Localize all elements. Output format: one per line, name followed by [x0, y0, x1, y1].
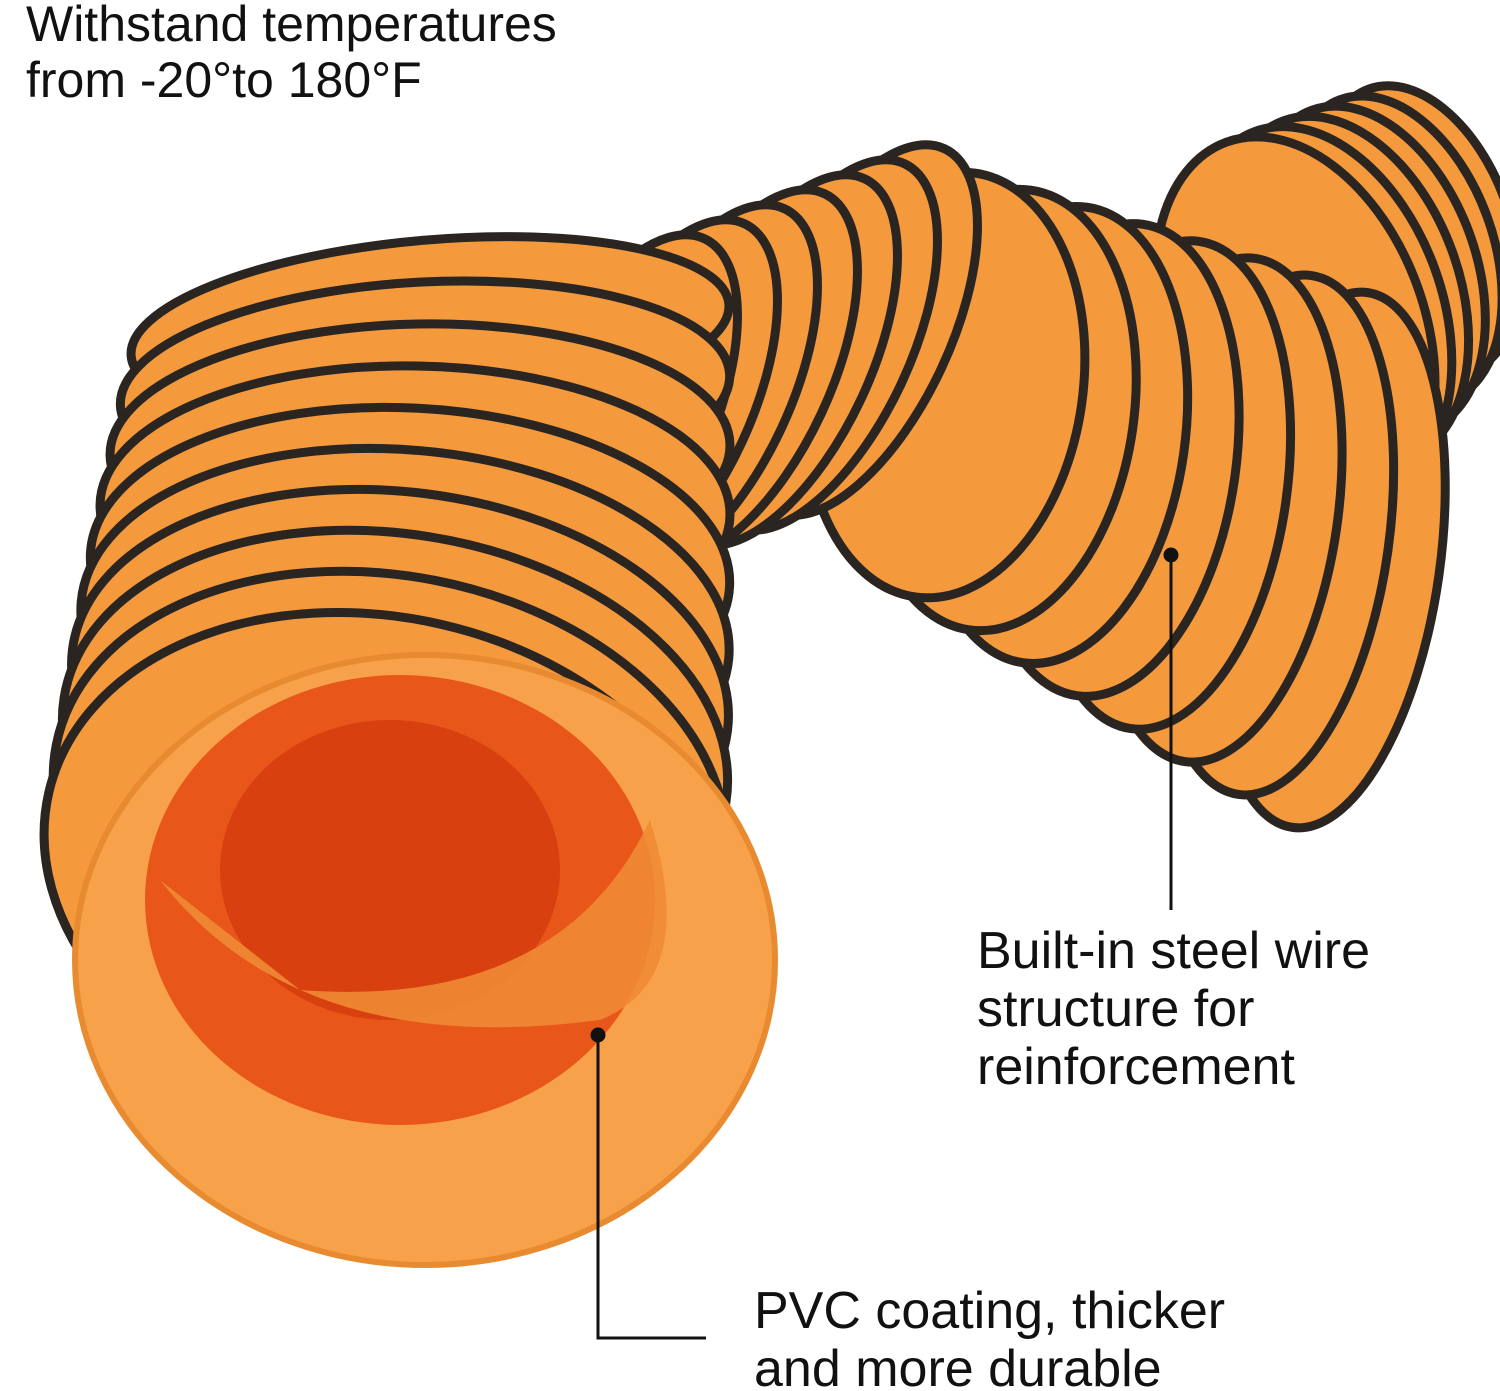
pvc-line-1: PVC coating, thicker — [754, 1282, 1226, 1340]
hose-opening — [72, 652, 778, 1268]
leader-line-steel-wire — [1163, 547, 1179, 910]
temperature-line-1: Withstand temperatures — [26, 0, 557, 52]
temperature-line-2: from -20°to 180°F — [26, 52, 422, 108]
leader-line-pvc — [590, 1027, 706, 1340]
steel-wire-line-3: reinforcement — [977, 1038, 1295, 1097]
steel-wire-line-1: Built-in steel wire — [977, 922, 1371, 980]
temperature-annotation: Withstand temperatures from -20°to 180°F — [26, 0, 557, 108]
steel-wire-line-2: structure for — [977, 980, 1255, 1039]
steel-wire-annotation: Built-in steel wire structure for reinfo… — [977, 922, 1370, 1097]
pvc-line-2: and more durable — [754, 1340, 1162, 1391]
pvc-annotation: PVC coating, thicker and more durable — [754, 1282, 1225, 1391]
